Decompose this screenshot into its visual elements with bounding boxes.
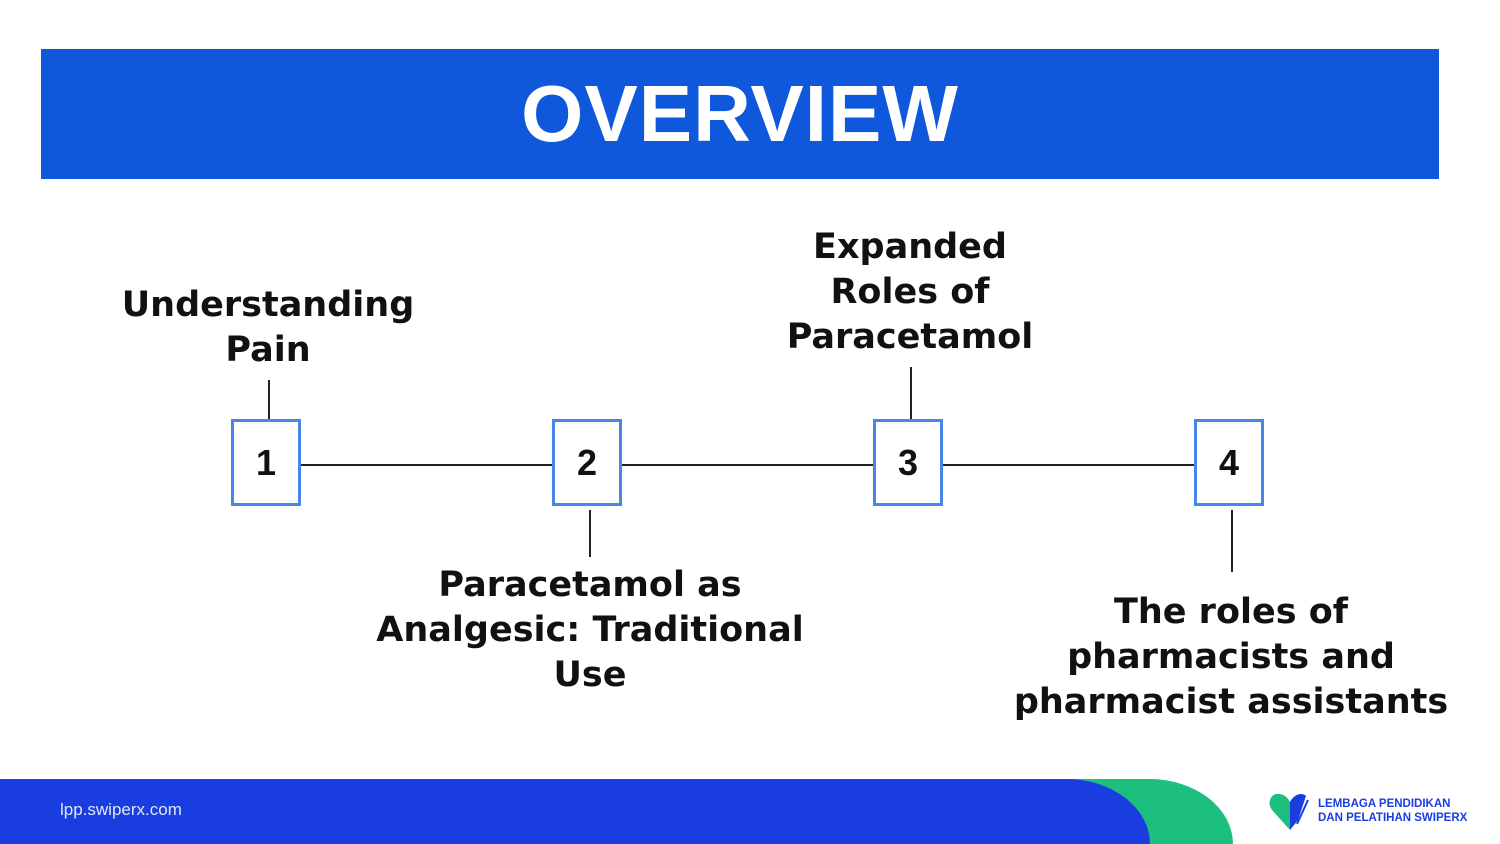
connector-4 [1231,510,1233,572]
connector-1 [268,380,270,420]
step-number: 2 [576,441,598,483]
step-box-1: 1 [231,419,301,506]
step-label-1: Understanding Pain [121,285,415,370]
logo: LEMBAGA PENDIDIKAN DAN PELATIHAN SWIPERX [1268,790,1467,832]
timeline-line [268,464,1231,466]
page-title: OVERVIEW [521,69,959,158]
step-number: 4 [1218,441,1240,483]
logo-line-2: DAN PELATIHAN SWIPERX [1318,812,1468,824]
step-number: 3 [897,441,919,483]
footer-url[interactable]: lpp.swiperx.com [60,800,182,819]
step-label-2: Paracetamol as Analgesic: Traditional Us… [376,565,804,695]
step-box-4: 4 [1194,419,1264,506]
connector-3 [910,367,912,420]
step-label-3: Expanded Roles of Paracetamol [786,227,1034,357]
heart-book-icon [1269,793,1309,830]
step-box-3: 3 [873,419,943,506]
step-number: 1 [255,441,277,483]
step-box-2: 2 [552,419,622,506]
logo-line-1: LEMBAGA PENDIDIKAN [1318,798,1451,810]
connector-2 [589,510,591,557]
title-banner: OVERVIEW [41,49,1439,179]
step-label-4: The roles of pharmacists and pharmacist … [1013,592,1449,722]
footer-bar [0,779,1150,844]
